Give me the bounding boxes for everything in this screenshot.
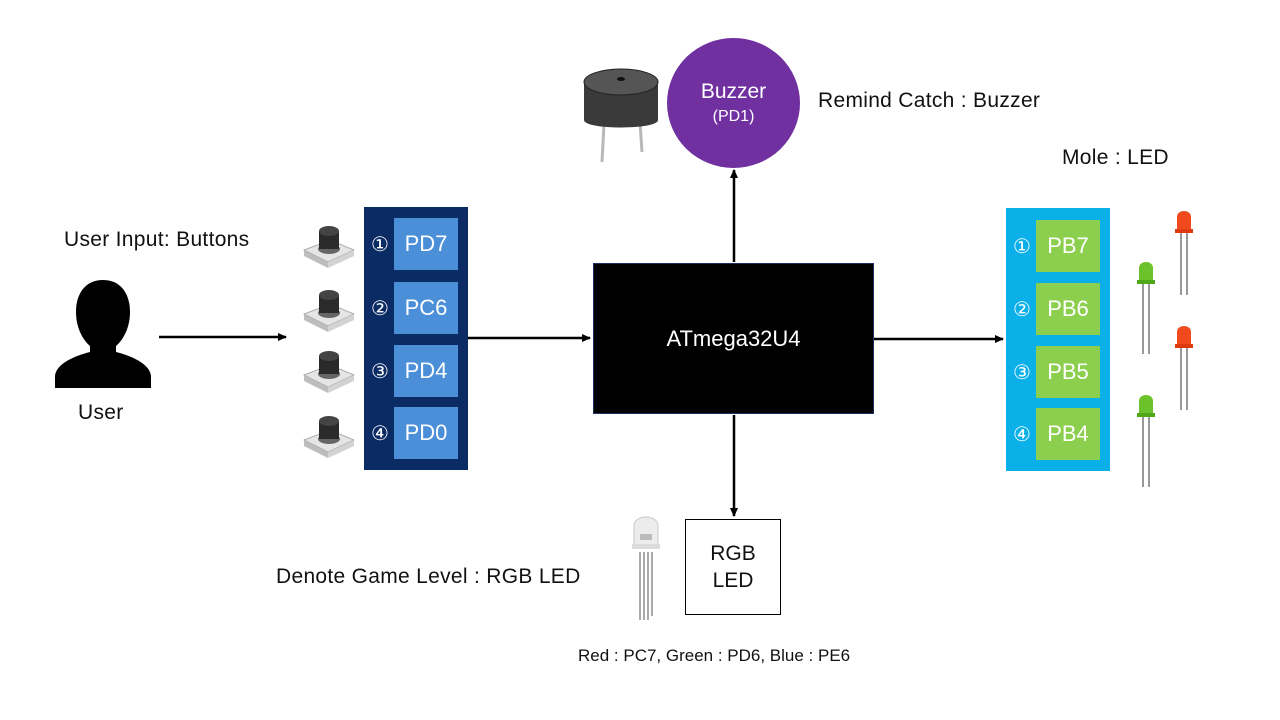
push-button-icon [303, 351, 355, 393]
input-row-number: ② [371, 296, 389, 320]
input-row-number: ③ [371, 359, 389, 383]
output-pin-label: PB6 [1036, 283, 1100, 335]
red-led-icon [1175, 211, 1193, 295]
input-row: ② PC6 [364, 282, 468, 334]
output-row: ③ PB5 [1006, 346, 1110, 398]
green-led-icon [1137, 262, 1155, 354]
output-row: ④ PB4 [1006, 408, 1110, 460]
rgb-led-icon [632, 516, 660, 620]
green-led-icon [1137, 395, 1155, 487]
user-input-caption: User Input: Buttons [64, 228, 250, 251]
output-row-number: ③ [1013, 360, 1031, 384]
push-button-icon [303, 416, 355, 458]
output-row-number: ① [1013, 234, 1031, 258]
mcu-block: ATmega32U4 [593, 263, 874, 414]
mole-caption: Mole : LED [1062, 146, 1169, 169]
rgb-pin-caption: Red : PC7, Green : PD6, Blue : PE6 [578, 646, 851, 665]
input-row: ③ PD4 [364, 345, 468, 397]
input-row-number: ① [371, 232, 389, 256]
input-row: ① PD7 [364, 218, 468, 270]
output-row: ② PB6 [1006, 283, 1110, 335]
output-row-number: ④ [1013, 422, 1031, 446]
output-row: ① PB7 [1006, 220, 1110, 272]
user-icon [55, 280, 151, 388]
buzzer-node: Buzzer (PD1) [667, 38, 800, 168]
piezo-buzzer-icon [583, 68, 659, 163]
input-pin-panel: ① PD7 ② PC6 ③ PD4 ④ PD0 [364, 207, 468, 470]
input-pin-label: PC6 [394, 282, 458, 334]
buzzer-pin: (PD1) [712, 108, 755, 125]
mcu-label: ATmega32U4 [666, 325, 801, 351]
output-pin-label: PB7 [1036, 220, 1100, 272]
output-pin-label: PB5 [1036, 346, 1100, 398]
buzzer-caption: Remind Catch : Buzzer [818, 89, 1041, 112]
user-caption: User [78, 401, 124, 424]
output-row-number: ② [1013, 297, 1031, 321]
buzzer-title: Buzzer [700, 80, 767, 103]
rgb-caption: Denote Game Level : RGB LED [276, 565, 581, 588]
push-button-icon [303, 290, 355, 332]
rgb-line2: LED [712, 569, 754, 592]
rgb-line1: RGB [710, 542, 756, 565]
input-pin-label: PD4 [394, 345, 458, 397]
output-pin-label: PB4 [1036, 408, 1100, 460]
input-row-number: ④ [371, 421, 389, 445]
red-led-icon [1175, 326, 1193, 410]
input-row: ④ PD0 [364, 407, 468, 459]
input-pin-label: PD0 [394, 407, 458, 459]
push-button-icon [303, 226, 355, 268]
output-pin-panel: ① PB7 ② PB6 ③ PB5 ④ PB4 [1006, 208, 1110, 471]
input-pin-label: PD7 [394, 218, 458, 270]
rgb-led-node: RGB LED [685, 519, 781, 615]
